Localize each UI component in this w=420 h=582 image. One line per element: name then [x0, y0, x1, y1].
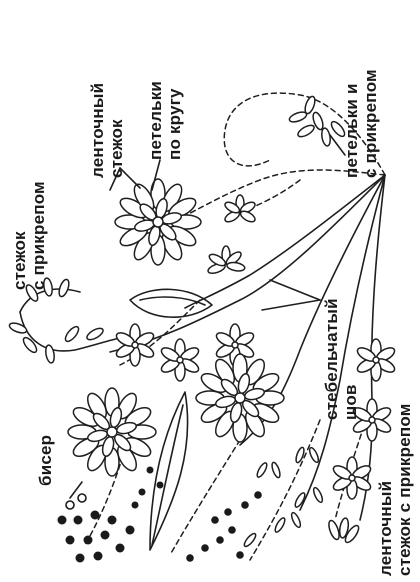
beads-cluster-left — [58, 494, 135, 563]
long-leaf — [150, 392, 188, 550]
label-beads: бисер — [36, 435, 55, 486]
flower-big-center — [196, 354, 284, 442]
flower-mid-2 — [159, 339, 200, 381]
left-garland — [8, 277, 120, 363]
beads-cluster-bottom — [186, 491, 262, 562]
flower-right-1 — [355, 339, 396, 381]
bud-shape — [130, 289, 212, 317]
label-loops-in-circle: петельки по кругу — [146, 81, 184, 160]
label-ribbon-stitch: ленточный стежок — [88, 83, 126, 178]
dashed-to-top-flower — [165, 170, 385, 225]
flower-mid-1 — [114, 324, 155, 366]
leaf-sprigs — [243, 446, 325, 548]
flower-loops-circle — [115, 179, 201, 265]
beads-cluster-small — [132, 467, 164, 509]
label-stem-stitch: стебельчатый шов — [322, 298, 360, 420]
label-loops-with-tack: петельки и с прикрепом — [342, 69, 380, 178]
bud-right-bottom — [327, 517, 361, 544]
label-stitch-with-tack: стежок с прикрепом — [10, 181, 48, 290]
dashed-bead-2 — [170, 440, 240, 555]
label-ribbon-stitch-with-tack: ленточный стежок с прикрепом — [376, 404, 414, 577]
stem-main-5 — [185, 175, 385, 308]
top-sprig — [288, 95, 347, 146]
flower-small-1 — [223, 195, 256, 224]
flower-small-2 — [207, 246, 246, 275]
flower-big-left — [68, 388, 156, 476]
